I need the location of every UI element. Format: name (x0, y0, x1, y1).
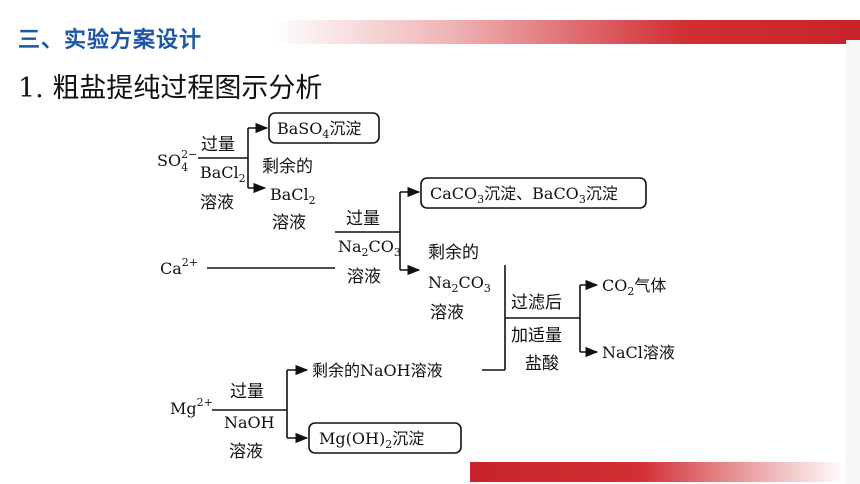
ion-calcium: Ca2+ (160, 256, 198, 278)
step4-reagent-amount: 过量 (230, 382, 264, 402)
box-baso4 (268, 112, 380, 144)
remaining-na2co3-line1: 剩余的 (428, 243, 479, 263)
step3-reagent-amount: 加适量 (511, 326, 562, 346)
product-nacl-solution: NaCl溶液 (602, 343, 675, 362)
box-caco3-baco3 (420, 177, 647, 209)
step4-reagent: NaOH (224, 413, 275, 432)
section-number: 三 (18, 28, 42, 53)
header-red-band (270, 20, 860, 44)
remaining-naoh-solution: 剩余的NaOH溶液 (312, 361, 443, 380)
step3-reagent: 盐酸 (525, 354, 559, 374)
remaining-na2co3-line2: Na2CO3 (428, 273, 491, 295)
remaining-bacl2-line2: BaCl2 (270, 185, 316, 207)
step2-reagent-amount: 过量 (346, 209, 380, 229)
step3-filter-label: 过滤后 (511, 293, 562, 313)
ion-magnesium: Mg2+ (170, 396, 213, 418)
step2-reagent: Na2CO3 (338, 237, 401, 259)
caco3-baco3-precipitate-label: CaCO3沉淀、BaCO3沉淀 (430, 184, 618, 206)
step2-reagent-solution: 溶液 (347, 267, 381, 287)
ion-sulfate: SO42− (157, 148, 197, 174)
section-title: 三、实验方案设计 (18, 28, 203, 53)
step4-reagent-solution: 溶液 (229, 442, 263, 462)
product-co2-gas: CO2气体 (602, 276, 666, 298)
page-subtitle: 1. 粗盐提纯过程图示分析 (18, 73, 323, 104)
section-text: 实验方案设计 (64, 28, 203, 53)
footer-red-band (470, 462, 846, 482)
remaining-bacl2-line3: 溶液 (272, 213, 306, 233)
remaining-na2co3-line3: 溶液 (430, 303, 464, 323)
mgoh2-precipitate-label: Mg(OH)2沉淀 (319, 429, 424, 451)
step1-reagent-solution: 溶液 (200, 193, 234, 213)
baso4-precipitate-label: BaSO4沉淀 (277, 119, 361, 141)
step1-reagent: BaCl2 (200, 163, 246, 185)
box-mgoh2 (308, 422, 462, 454)
remaining-bacl2-line1: 剩余的 (262, 157, 313, 177)
step1-reagent-amount: 过量 (201, 135, 235, 155)
right-edge-strip (846, 40, 860, 484)
